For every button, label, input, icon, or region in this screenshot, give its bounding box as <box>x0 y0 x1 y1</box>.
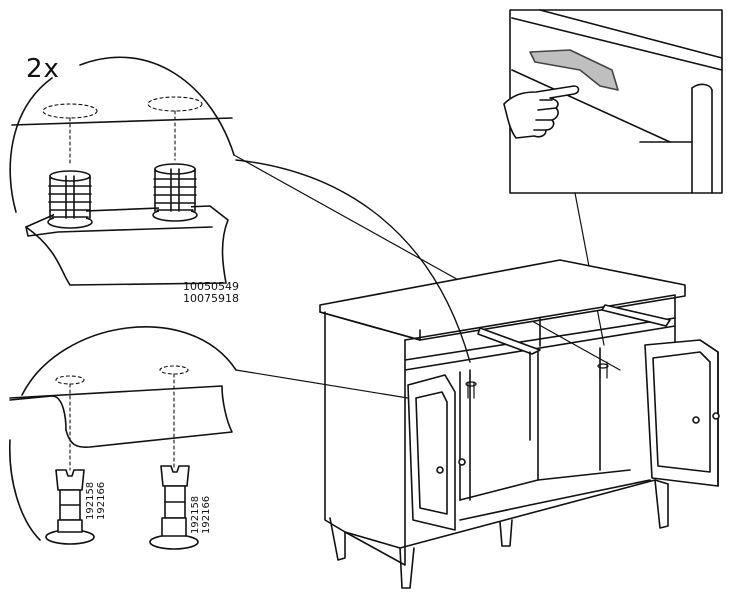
part-number: 192166 <box>202 496 212 534</box>
part-number: 10050549 <box>183 281 239 292</box>
quantity-label: 2x <box>26 56 60 82</box>
part-number: 192158 <box>86 482 96 520</box>
part-number: 192158 <box>191 496 201 534</box>
sideboard-icon <box>320 260 719 588</box>
part-number: 192166 <box>97 482 107 520</box>
dowel-icon <box>153 164 197 221</box>
part-number: 10075918 <box>183 293 239 304</box>
detail-circle-bottom <box>10 327 420 549</box>
dowel-icon <box>48 171 92 228</box>
